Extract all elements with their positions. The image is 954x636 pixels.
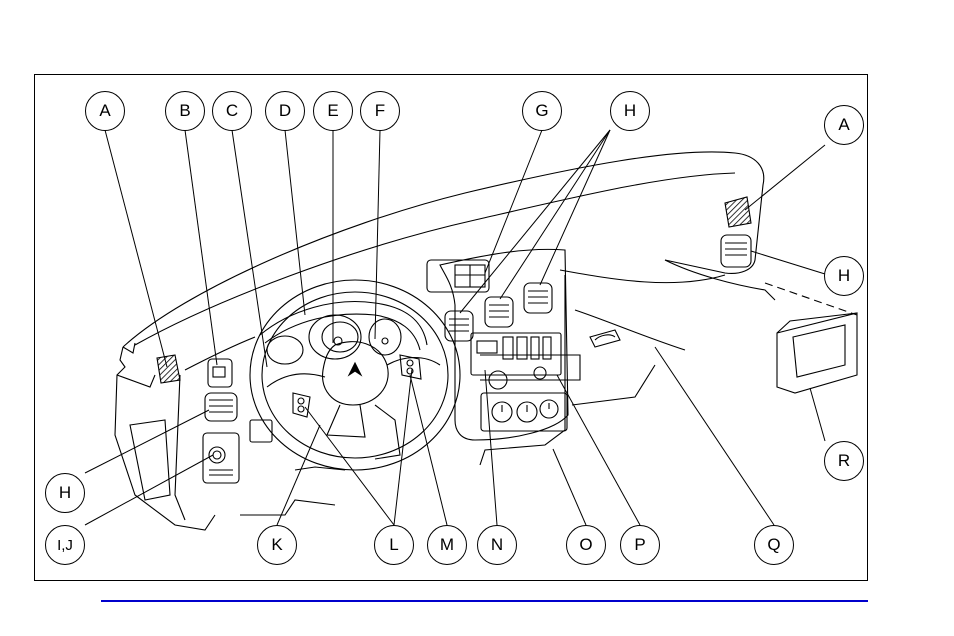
storage-pocket: [765, 283, 857, 393]
callout-label: N: [491, 535, 503, 555]
callout-r: R: [824, 441, 864, 481]
callout-d: D: [265, 91, 305, 131]
right-hatch: [725, 197, 751, 227]
headlamp-switch: [208, 359, 232, 387]
callout-o: O: [566, 525, 606, 565]
callout-ij: I,J: [45, 525, 85, 565]
callout-l: L: [374, 525, 414, 565]
left-vent: [205, 393, 237, 421]
upper-display: [427, 260, 489, 292]
footer-rule: [101, 600, 868, 602]
callout-label: K: [271, 535, 282, 555]
radio: [471, 333, 561, 389]
dashboard-illustration: [35, 75, 869, 582]
callout-n: N: [477, 525, 517, 565]
callout-k: K: [257, 525, 297, 565]
callout-h-right: H: [824, 256, 864, 296]
glovebox-handle: [590, 330, 620, 347]
callout-label: P: [634, 535, 645, 555]
callout-e: E: [313, 91, 353, 131]
callout-label: H: [59, 483, 71, 503]
callout-label: A: [99, 101, 110, 121]
right-vent: [721, 235, 751, 267]
callout-label: A: [838, 115, 849, 135]
callout-p: P: [620, 525, 660, 565]
callout-c: C: [212, 91, 252, 131]
side-switch: [250, 420, 272, 442]
callout-h-left: H: [45, 473, 85, 513]
callout-label: L: [389, 535, 398, 555]
callout-label: M: [440, 535, 454, 555]
callout-m: M: [427, 525, 467, 565]
left-hatch: [157, 355, 180, 383]
instrument-cluster: [260, 302, 427, 364]
callout-label: R: [838, 451, 850, 471]
callout-f: F: [360, 91, 400, 131]
callout-a-left: A: [85, 91, 125, 131]
callout-label: F: [375, 101, 385, 121]
callout-b: B: [165, 91, 205, 131]
steering-wheel: [250, 280, 460, 470]
callout-label: I,J: [57, 537, 73, 554]
callout-label: Q: [767, 535, 780, 555]
callout-label: D: [279, 101, 291, 121]
callout-label: G: [535, 101, 548, 121]
callout-a-right: A: [824, 105, 864, 145]
callout-h-top: H: [610, 91, 650, 131]
callout-label: B: [179, 101, 190, 121]
callout-label: C: [226, 101, 238, 121]
callout-label: O: [579, 535, 592, 555]
callout-q: Q: [754, 525, 794, 565]
callout-label: E: [327, 101, 338, 121]
callout-label: H: [624, 101, 636, 121]
callout-g: G: [522, 91, 562, 131]
dashboard-figure: A B C D E F G H A H R H I,J K L M N O P …: [34, 74, 868, 581]
callout-label: H: [838, 266, 850, 286]
